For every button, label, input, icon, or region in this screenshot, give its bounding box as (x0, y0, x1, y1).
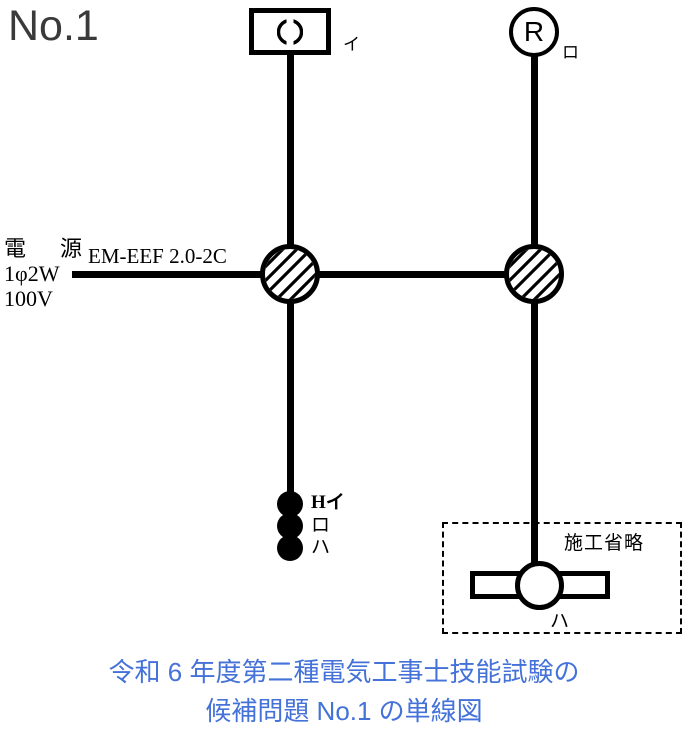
ceiling-outlet-inner-icon (276, 17, 304, 46)
wire-ceiling-to-junction (287, 53, 294, 275)
caption: 令和 6 年度第二種電気工事士技能試験の 候補問題 No.1 の単線図 (0, 653, 688, 731)
receptacle-label: ロ (562, 43, 579, 62)
switch-dot-2[interactable] (277, 513, 303, 539)
wire-receptacle-to-junction (531, 55, 538, 275)
power-source-line-2: 1φ2W (4, 261, 60, 286)
junction-box-right (504, 244, 564, 304)
omitted-construction-label: 施工省略 (564, 533, 645, 554)
caption-line-2: 候補問題 No.1 の単線図 (205, 696, 483, 726)
ceiling-outlet-label: イ (343, 35, 360, 54)
power-source-label: 電 源 1φ2W 100V (4, 236, 88, 311)
cable-type-label: EM-EEF 2.0-2C (88, 244, 227, 268)
wire-junction-to-switches (287, 300, 294, 505)
ceiling-outlet-symbol (249, 8, 331, 55)
switch-dot-3[interactable] (277, 535, 303, 561)
switch-dot-1[interactable] (277, 491, 303, 517)
switch-label-2: ロ (311, 515, 331, 536)
power-source-line-1: 電 源 (4, 236, 89, 261)
switch-label-3: ハ (311, 537, 331, 558)
switch-label-1: Hイ (311, 492, 345, 513)
junction-box-left (260, 244, 320, 304)
receptacle-symbol: R (509, 7, 559, 57)
omitted-construction-box (442, 522, 682, 634)
power-source-line-3: 100V (4, 286, 53, 311)
wire-junction-to-lamp (531, 300, 538, 570)
page-title: No.1 (8, 2, 99, 50)
caption-line-1: 令和 6 年度第二種電気工事士技能試験の (108, 657, 580, 687)
fluorescent-lamp-label: ハ (550, 611, 570, 632)
fluorescent-lamp-circle (515, 561, 564, 610)
